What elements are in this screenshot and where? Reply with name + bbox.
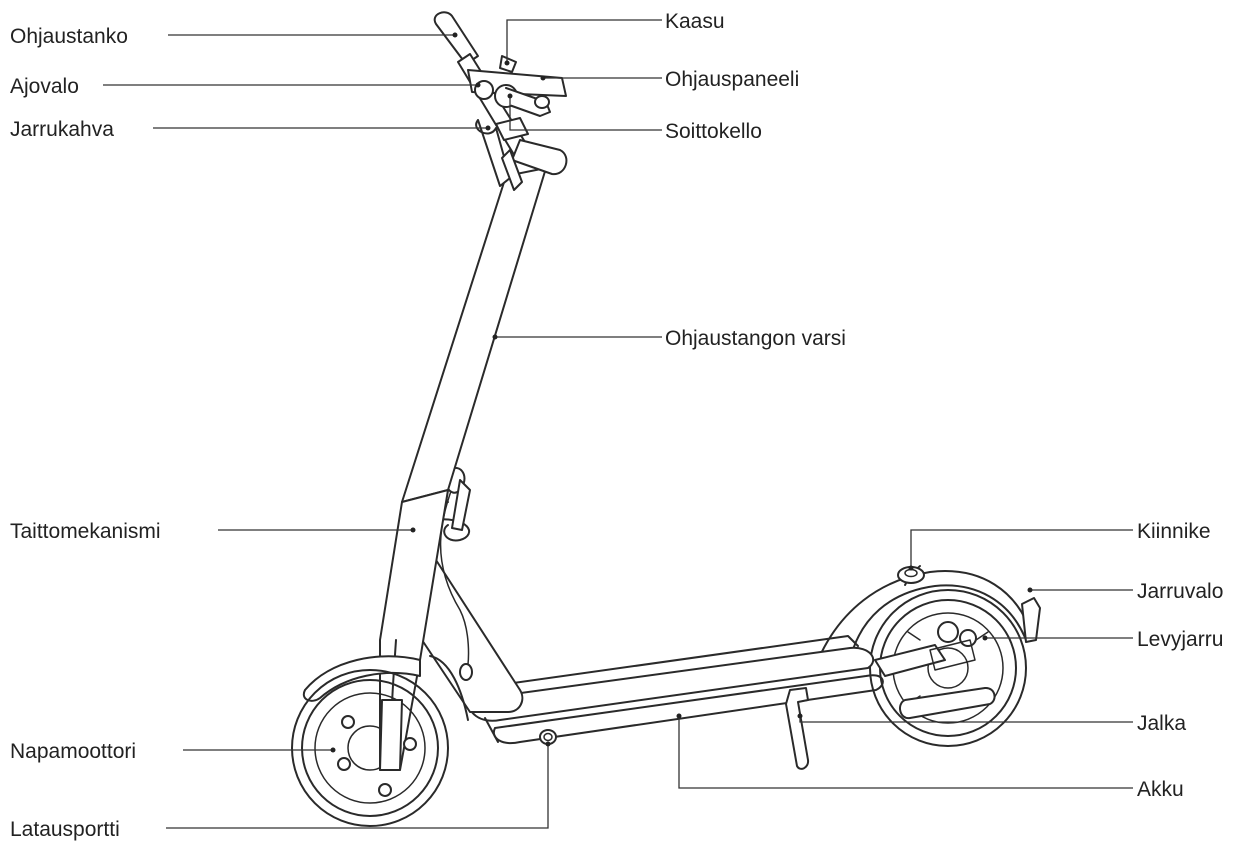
scooter-illustration [291, 11, 1041, 827]
label-brake-lever: Jarrukahva [10, 118, 114, 141]
deck [468, 635, 884, 744]
label-handlebar: Ohjaustanko [10, 25, 128, 48]
disc-brake-shape [874, 621, 996, 720]
front-wheel [291, 669, 449, 827]
label-charging-port: Latausportti [10, 818, 120, 841]
leader-charging-port [166, 744, 549, 829]
label-hook: Kiinnike [1137, 520, 1211, 543]
leader-battery [678, 716, 1133, 789]
handlebar-assembly [433, 11, 568, 191]
rear-light-shape [1021, 597, 1041, 643]
leader-lines [103, 19, 1133, 829]
leader-throttle [506, 19, 662, 63]
stem-tube [401, 167, 547, 513]
label-folding-mechanism: Taittomekanismi [10, 520, 161, 543]
label-kickstand: Jalka [1137, 712, 1186, 735]
rear-wheel [869, 589, 1027, 747]
kickstand-shape [785, 687, 810, 770]
labels: Ohjaustanko Ajovalo Jarrukahva Kaasu Ohj… [10, 10, 1223, 841]
label-dashboard: Ohjauspaneeli [665, 68, 799, 91]
label-battery: Akku [1137, 778, 1184, 801]
label-disc-brake: Levyjarru [1137, 628, 1223, 651]
label-rear-light: Jarruvalo [1137, 580, 1223, 603]
label-stem: Ohjaustangon varsi [665, 327, 846, 350]
label-headlight: Ajovalo [10, 75, 79, 98]
label-hub-motor: Napamoottori [10, 740, 136, 763]
leader-hook [910, 529, 1133, 568]
label-throttle: Kaasu [665, 10, 725, 33]
label-bell: Soittokello [665, 120, 762, 143]
leader-bell [509, 96, 662, 131]
